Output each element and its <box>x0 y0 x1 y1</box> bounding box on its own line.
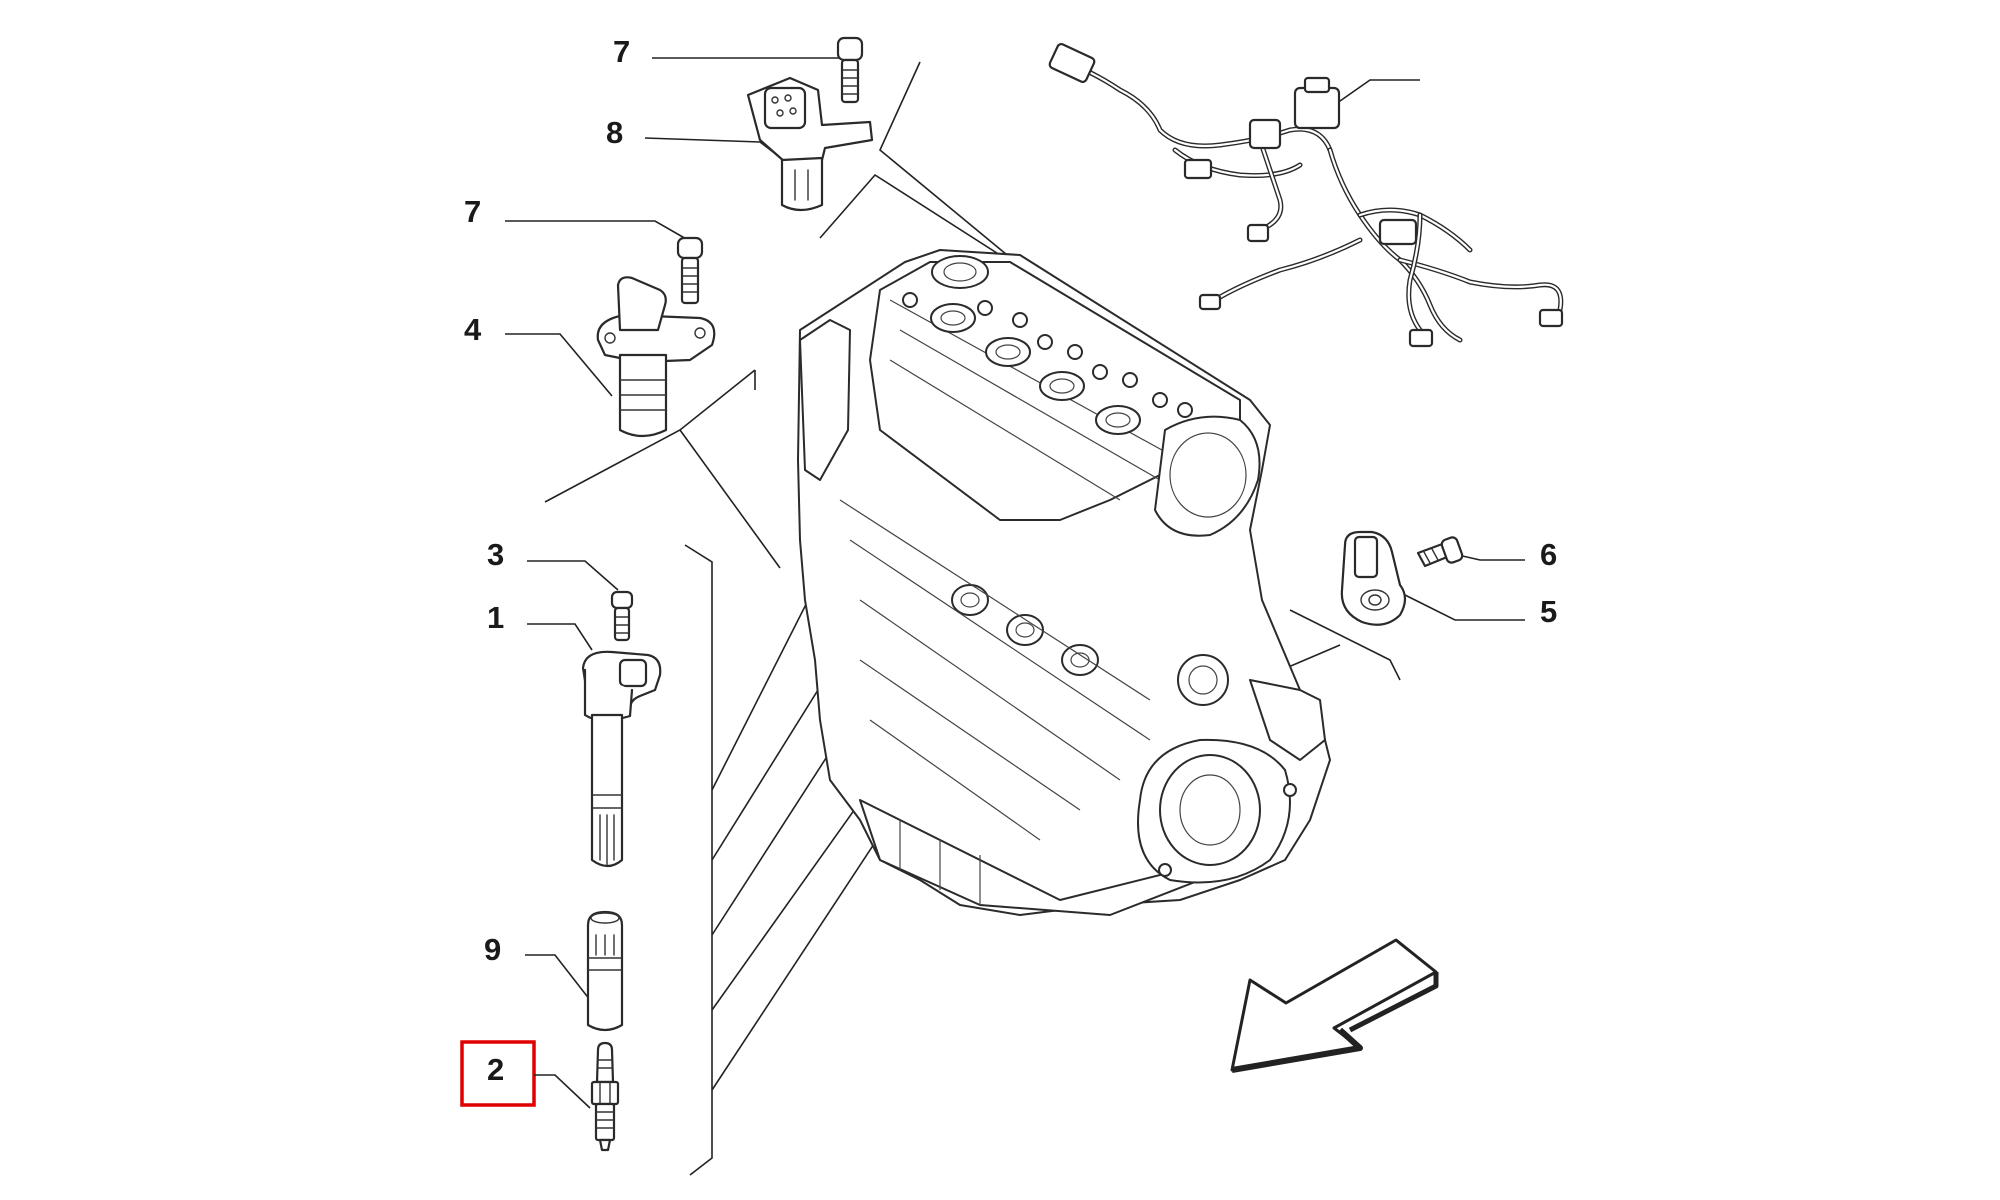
callout-labels: 7 8 7 4 3 1 9 2 6 5 <box>464 34 1557 1087</box>
callout-8[interactable]: 8 <box>606 115 623 150</box>
screw-7-mid <box>676 236 704 305</box>
callout-3[interactable]: 3 <box>487 537 504 572</box>
callout-7-mid[interactable]: 7 <box>464 194 481 229</box>
spark-plug-boot-9 <box>586 910 624 1032</box>
wiring-harness <box>1048 42 1564 348</box>
callout-1[interactable]: 1 <box>487 600 504 635</box>
callout-9[interactable]: 9 <box>484 932 501 967</box>
spark-plug-2 <box>590 1041 620 1152</box>
knock-sensor-5 <box>1340 530 1407 626</box>
callout-7-top[interactable]: 7 <box>613 34 630 69</box>
phase-sensor-4 <box>596 276 716 438</box>
ignition-coil-1 <box>581 650 662 868</box>
screw-3 <box>610 590 634 642</box>
callout-6[interactable]: 6 <box>1540 537 1557 572</box>
engine-block <box>797 249 1331 916</box>
screw-7-top <box>836 36 864 104</box>
front-direction-arrow <box>1230 938 1439 1073</box>
bolt-6 <box>1416 536 1464 568</box>
highlight-box-part-2 <box>460 1040 536 1107</box>
leader-lines <box>505 57 1525 1109</box>
callout-5[interactable]: 5 <box>1540 594 1557 629</box>
callout-2[interactable]: 2 <box>487 1052 504 1087</box>
callout-4[interactable]: 4 <box>464 312 482 347</box>
camshaft-sensor-8 <box>746 76 874 212</box>
